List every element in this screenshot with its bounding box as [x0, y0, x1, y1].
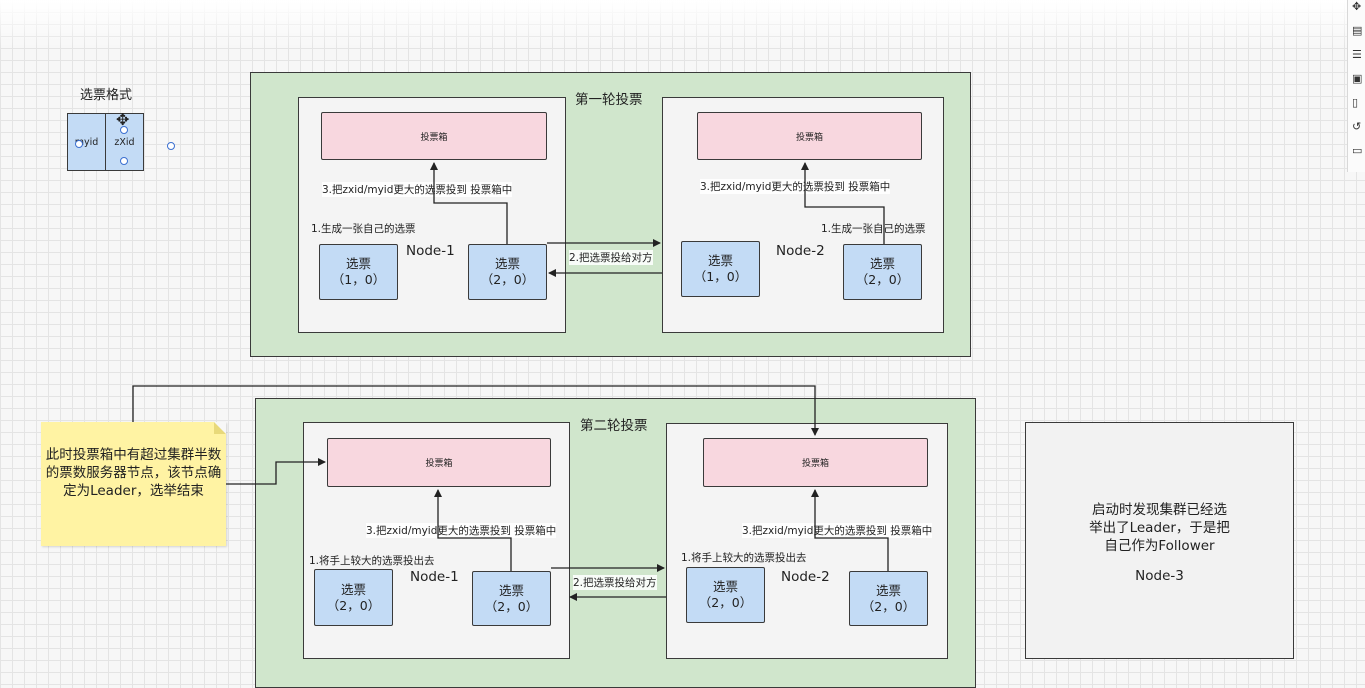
ballot-value: （2，0） [480, 272, 535, 287]
round1-node2-name: Node-2 [776, 243, 825, 259]
round1-node1-name: Node-1 [406, 243, 455, 259]
ballot-value: （2，0） [326, 597, 381, 613]
round1-node2-ballot-box[interactable]: 投票箱 [697, 112, 922, 160]
r2-n1-vote-arrow [434, 489, 512, 571]
ballot-box-label: 投票箱 [801, 459, 829, 469]
selection-handle[interactable] [167, 142, 175, 150]
selection-handle[interactable] [120, 126, 128, 134]
ballot-label: 选票 [494, 256, 520, 271]
ballot-label: 选票 [712, 579, 738, 594]
round2-node1-step1: 1.将手上较大的选票投出去 [309, 555, 435, 567]
round1-node1-ballot-b[interactable]: 选票 （2，0） [468, 244, 547, 300]
format-panel-icon[interactable]: ▤ [1352, 24, 1363, 37]
round1-node2-ballot-b[interactable]: 选票 （2，0） [843, 244, 922, 300]
ballot-value: （2，0） [484, 598, 539, 614]
round2-node1-name: Node-1 [410, 569, 459, 585]
round2-node1-ballot-a[interactable]: 选票 （2，0） [314, 569, 393, 626]
ballot-box-label: 投票箱 [420, 132, 448, 143]
node3-text: 启动时发现集群已经选举出了Leader，于是把自己作为Follower [1089, 502, 1230, 554]
round1-node1-step1: 1.生成一张自己的选票 [311, 223, 416, 235]
round1-node2-step3: 3.把zxid/myid更大的选票投到 投票箱中 [700, 179, 891, 194]
move-cursor-icon: ✥ [116, 110, 130, 129]
comment-icon[interactable]: ▭ [1352, 144, 1363, 157]
r1-n1-vote-arrow [430, 162, 508, 244]
node3-box[interactable]: 启动时发现集群已经选举出了Leader，于是把自己作为Follower Node… [1025, 422, 1294, 659]
round2-step2: 2.把选票投给对方 [573, 575, 657, 590]
outline-icon[interactable]: ▣ [1352, 72, 1363, 85]
note-to-node2-arrow [132, 385, 819, 436]
round2-node2-step1: 1.将手上较大的选票投出去 [681, 552, 807, 564]
ballot-label: 选票 [340, 581, 366, 597]
ballot-value: （1，0） [331, 272, 386, 287]
round2-node2-ballot-a[interactable]: 选票 （2，0） [686, 567, 765, 623]
ballot-label: 选票 [869, 256, 895, 271]
round2-node1-ballot-box[interactable]: 投票箱 [327, 438, 551, 487]
selection-handle[interactable] [120, 157, 128, 165]
ballot-box-label: 投票箱 [425, 459, 453, 469]
ballot-label: 选票 [498, 582, 524, 598]
ballot-value: （2，0） [861, 598, 916, 614]
round2-node2-ballot-b[interactable]: 选票 （2，0） [849, 571, 928, 626]
right-toolbar: ✥ ▤ ☰ ▣ ▯ ↺ ▭ [1347, 0, 1365, 172]
round1-title: 第一轮投票 [575, 92, 643, 108]
round1-step2: 2.把选票投给对方 [569, 250, 653, 265]
move-icon[interactable]: ✥ [1352, 0, 1362, 13]
note-to-node1-arrow [226, 458, 326, 485]
format-cell-myid-label: myid [74, 136, 99, 148]
round1-node1-step3: 3.把zxid/myid更大的选票投到 投票箱中 [322, 182, 513, 197]
canvas-top-band [0, 0, 1348, 48]
selection-handle[interactable] [75, 140, 83, 148]
page-icon[interactable]: ▯ [1352, 96, 1359, 109]
round2-node2-ballot-box[interactable]: 投票箱 [703, 438, 928, 487]
round2-node1-step3: 3.把zxid/myid更大的选票投到 投票箱中 [366, 523, 557, 538]
round1-node1-ballot-a[interactable]: 选票 （1，0） [319, 244, 398, 300]
node3-name: Node-3 [1135, 568, 1184, 584]
leader-note-text: 此时投票箱中有超过集群半数的票数服务器节点，该节点确定为Leader，选举结束 [45, 447, 222, 499]
round1-node2-step1: 1.生成一张自己的选票 [821, 223, 926, 235]
ballot-label: 选票 [707, 253, 733, 268]
ballot-value: （1，0） [693, 269, 748, 284]
ballot-label: 选票 [345, 256, 371, 271]
note-fold [214, 422, 226, 434]
format-cell-zxid-label: zXid [114, 136, 135, 148]
round2-node2-name: Node-2 [781, 569, 830, 585]
ballot-box-label: 投票箱 [795, 132, 823, 143]
history-icon[interactable]: ↺ [1352, 120, 1362, 133]
round1-node2-ballot-a[interactable]: 选票 （1，0） [681, 241, 760, 297]
round2-node2-step3: 3.把zxid/myid更大的选票投到 投票箱中 [742, 523, 933, 538]
r2-n2-vote-arrow [811, 489, 889, 571]
round1-node1-ballot-box[interactable]: 投票箱 [321, 112, 547, 160]
format-title: 选票格式 [80, 88, 133, 103]
layers-icon[interactable]: ☰ [1352, 48, 1362, 61]
ballot-label: 选票 [875, 582, 901, 598]
ballot-value: （2，0） [855, 272, 910, 287]
leader-note[interactable]: 此时投票箱中有超过集群半数的票数服务器节点，该节点确定为Leader，选举结束 [41, 422, 226, 546]
ballot-value: （2，0） [698, 595, 753, 610]
round2-title: 第二轮投票 [580, 418, 648, 434]
round2-node1-ballot-b[interactable]: 选票 （2，0） [472, 571, 551, 626]
r1-n2-vote-arrow [801, 162, 885, 244]
